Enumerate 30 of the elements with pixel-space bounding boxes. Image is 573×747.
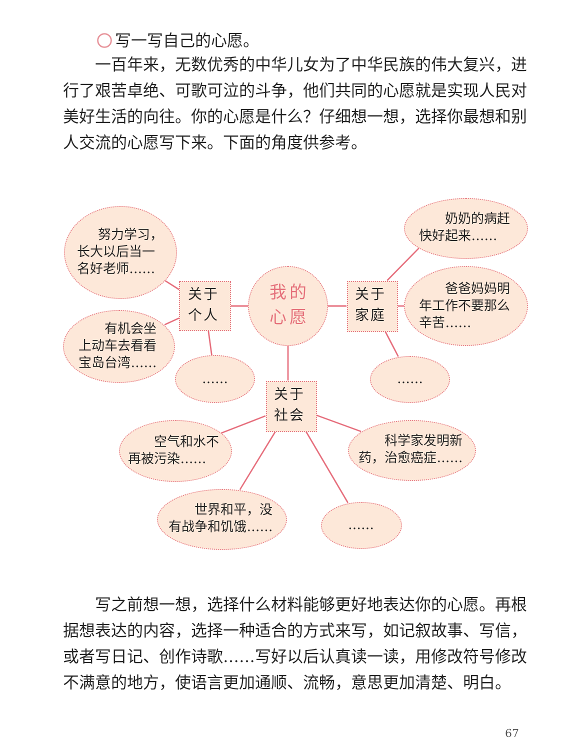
idea-ellipse: …… [175, 355, 255, 403]
connector-line [164, 317, 180, 326]
topic-circle: 我的心愿 [248, 266, 328, 346]
category-box: 关于社会 [266, 380, 316, 432]
connector-line [231, 305, 248, 307]
connector-line [239, 431, 276, 490]
idea-ellipse: 世界和平，没有战争和饥饿…… [157, 488, 287, 550]
connector-line [386, 247, 420, 281]
paragraph: 一百年来，无数优秀的中华儿女为了中华民族的伟大复兴，进行了艰苦卓绝、可歌可泣的斗争，他们共同的心愿就是实现人民对美好生活的向往。你的心愿是什么？仔细想一想，选择你最想和别人交流的心愿写下来。下面的角度供参考。 [63, 54, 528, 154]
connector-line [384, 331, 399, 357]
idea-ellipse: 空气和水不再被污染…… [118, 420, 232, 482]
category-box: 关于个人 [179, 281, 231, 331]
idea-ellipse: 努力学习，长大以后当一名好老师…… [64, 206, 176, 298]
connector-line [305, 431, 349, 504]
connector-line [316, 414, 362, 432]
idea-ellipse: …… [320, 502, 402, 548]
connector-line [287, 346, 289, 380]
paragraph: 写之前想一想，选择什么材料能够更好地表达你的心愿。再根据想表达的内容，选择一种适合的方式来写，如记叙故事、写信，或者写日记、创作诗歌……写好以后认真读一读，用修改符号修改不满意的地方，使语言更加通顺、流畅，意思更加清楚、明白。 [63, 594, 528, 694]
connector-line [208, 330, 212, 356]
category-box: 关于家庭 [346, 280, 398, 332]
heading: 写一写自己的心愿。 [115, 30, 259, 52]
idea-ellipse: 有机会坐上动车去看看宝岛台湾…… [63, 310, 175, 382]
idea-ellipse: …… [370, 356, 450, 402]
page-number: 67 [505, 727, 519, 741]
idea-ellipse: 爸爸妈妈明年工作不要那么辛苦…… [404, 266, 528, 346]
connector-line [164, 280, 180, 290]
idea-ellipse: 科学家发明新药，治愈癌症…… [348, 420, 476, 480]
idea-ellipse: 奶奶的病赶快好起来…… [404, 198, 528, 258]
connector-line [220, 415, 266, 434]
connector-line [328, 305, 346, 307]
